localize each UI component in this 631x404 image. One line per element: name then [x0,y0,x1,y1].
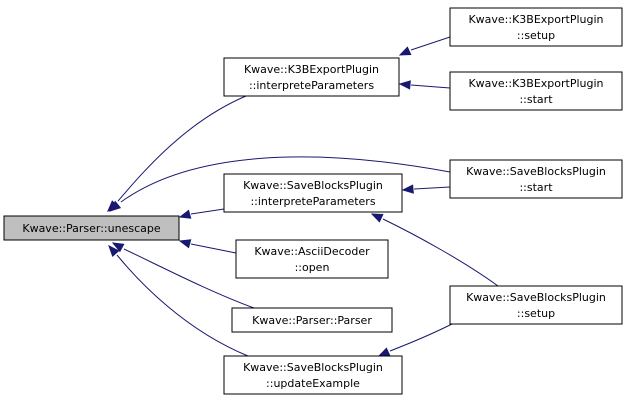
node-k3b-setup[interactable]: Kwave::K3BExportPlugin ::setup [449,7,623,47]
node-k3b-start[interactable]: Kwave::K3BExportPlugin ::start [449,71,623,111]
node-label: ::interpreteParameters [249,79,374,92]
arrowhead [111,242,125,253]
node-label: Kwave::AsciiDecoder [254,245,370,258]
edge-line [116,254,249,357]
edge-sb_start-to-unescape [108,156,451,212]
node-label: Kwave::K3BExportPlugin [468,13,603,26]
node-label: Kwave::Parser::unescape [22,222,160,235]
edge-sb_setup-to-sb_interprete [370,213,499,287]
node-saveblocks-updateexample[interactable]: Kwave::SaveBlocksPlugin ::updateExample [223,355,403,395]
node-parser-unescape[interactable]: Kwave::Parser::unescape [3,215,180,241]
edge-line [117,95,247,202]
node-label: Kwave::K3BExportPlugin [244,63,379,76]
edge-line [123,248,255,309]
edge-line [410,84,451,89]
node-saveblocks-interpreteparameters[interactable]: Kwave::SaveBlocksPlugin ::interpretePara… [223,173,403,213]
arrowhead [401,184,414,194]
edge-line [120,156,451,203]
edge-line [410,36,451,51]
node-label: ::setup [517,29,555,42]
edge-sb_interprete-to-unescape [178,208,225,219]
edge-line [190,208,225,215]
edge-sb_start-to-sb_interprete [401,184,451,194]
edge-k3b_start-to-k3b_interprete [398,80,451,90]
edge-line [389,323,453,352]
edge-k3b_setup-to-k3b_interprete [398,36,451,56]
edge-sb_update-to-unescape [108,244,249,357]
node-label: Kwave::SaveBlocksPlugin [243,361,383,374]
node-parser-parser[interactable]: Kwave::Parser::Parser [231,307,393,333]
arrowhead [398,80,411,90]
node-label: Kwave::K3BExportPlugin [468,77,603,90]
node-label: ::setup [517,307,555,320]
node-k3b-interpreteparameters[interactable]: Kwave::K3BExportPlugin ::interpreteParam… [223,57,400,97]
node-label: ::start [519,93,553,106]
edge-ascii_open-to-unescape [178,239,237,254]
edge-line [190,243,237,254]
node-label: ::updateExample [266,377,360,390]
node-saveblocks-setup[interactable]: Kwave::SaveBlocksPlugin ::setup [449,285,623,325]
arrowhead [370,213,384,223]
arrowhead [108,244,120,257]
node-label: Kwave::Parser::Parser [252,314,372,327]
node-label: ::interpreteParameters [250,195,375,208]
node-label: ::open [295,261,330,274]
node-label: ::start [519,181,553,194]
arrowhead [178,209,192,219]
edge-line [382,218,499,287]
edge-parser_ctor-to-unescape [111,242,255,309]
node-saveblocks-start[interactable]: Kwave::SaveBlocksPlugin ::start [449,159,623,199]
arrowhead [398,46,412,56]
edge-line [413,186,451,190]
arrowhead [178,239,192,249]
edges-layer [107,36,499,357]
node-label: Kwave::SaveBlocksPlugin [466,165,606,178]
node-label: Kwave::SaveBlocksPlugin [466,291,606,304]
node-label: Kwave::SaveBlocksPlugin [243,179,383,192]
node-asciidecoder-open[interactable]: Kwave::AsciiDecoder ::open [235,239,389,279]
arrowhead [108,200,122,212]
arrowhead [377,347,391,357]
